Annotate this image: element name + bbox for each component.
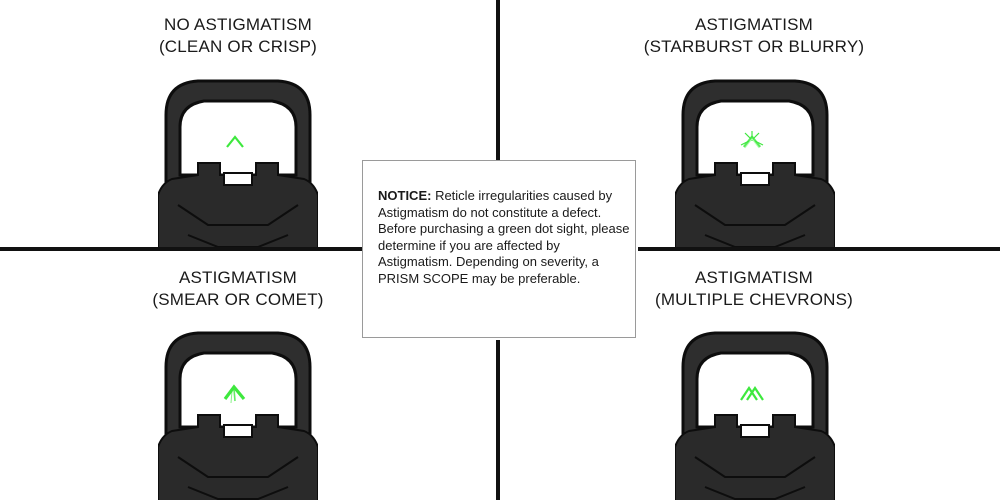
horizontal-divider-left [0, 247, 362, 251]
panel-caption: ASTIGMATISM (SMEAR OR COMET) [0, 267, 476, 311]
panel-title: ASTIGMATISM [178, 268, 298, 287]
vertical-divider-bottom [496, 340, 500, 500]
panel-smear: ASTIGMATISM (SMEAR OR COMET) [0, 251, 496, 500]
notice-body: Reticle irregularities caused by Astigma… [378, 188, 630, 286]
panel-starburst: ASTIGMATISM (STARBURST OR BLURRY) [500, 0, 996, 247]
sight-illustration [158, 79, 318, 247]
panel-subtitle: (MULTIPLE CHEVRONS) [654, 290, 854, 309]
panel-title: ASTIGMATISM [694, 15, 814, 34]
panel-subtitle: (SMEAR OR COMET) [152, 290, 324, 309]
panel-title: ASTIGMATISM [694, 268, 814, 287]
panel-subtitle: (STARBURST OR BLURRY) [643, 37, 865, 56]
notice-text: NOTICE: Reticle irregularities caused by… [378, 188, 634, 287]
sight-illustration [675, 79, 835, 247]
sight-illustration [675, 331, 835, 500]
crisp-chevron-reticle [226, 135, 244, 148]
panel-caption: ASTIGMATISM (STARBURST OR BLURRY) [516, 14, 992, 58]
panel-subtitle: (CLEAN OR CRISP) [158, 37, 318, 56]
starburst-chevron-reticle [740, 131, 764, 149]
panel-caption: NO ASTIGMATISM (CLEAN OR CRISP) [0, 14, 476, 58]
horizontal-divider-right [638, 247, 1000, 251]
notice-label: NOTICE: [378, 188, 432, 203]
sight-housing [158, 79, 318, 247]
sight-housing [675, 79, 835, 247]
panel-multiple-chevrons: ASTIGMATISM (MULTIPLE CHEVRONS) [500, 251, 996, 500]
smear-chevron-reticle [223, 384, 246, 404]
vertical-divider-top [496, 0, 500, 160]
panel-caption: ASTIGMATISM (MULTIPLE CHEVRONS) [516, 267, 992, 311]
panel-no-astigmatism: NO ASTIGMATISM (CLEAN OR CRISP) [0, 0, 496, 247]
panel-title: NO ASTIGMATISM [164, 15, 312, 34]
sight-housing [158, 331, 318, 500]
sight-housing [675, 331, 835, 500]
multiple-chevrons-reticle [740, 386, 764, 401]
notice-box: NOTICE: Reticle irregularities caused by… [362, 160, 636, 338]
sight-illustration [158, 331, 318, 500]
